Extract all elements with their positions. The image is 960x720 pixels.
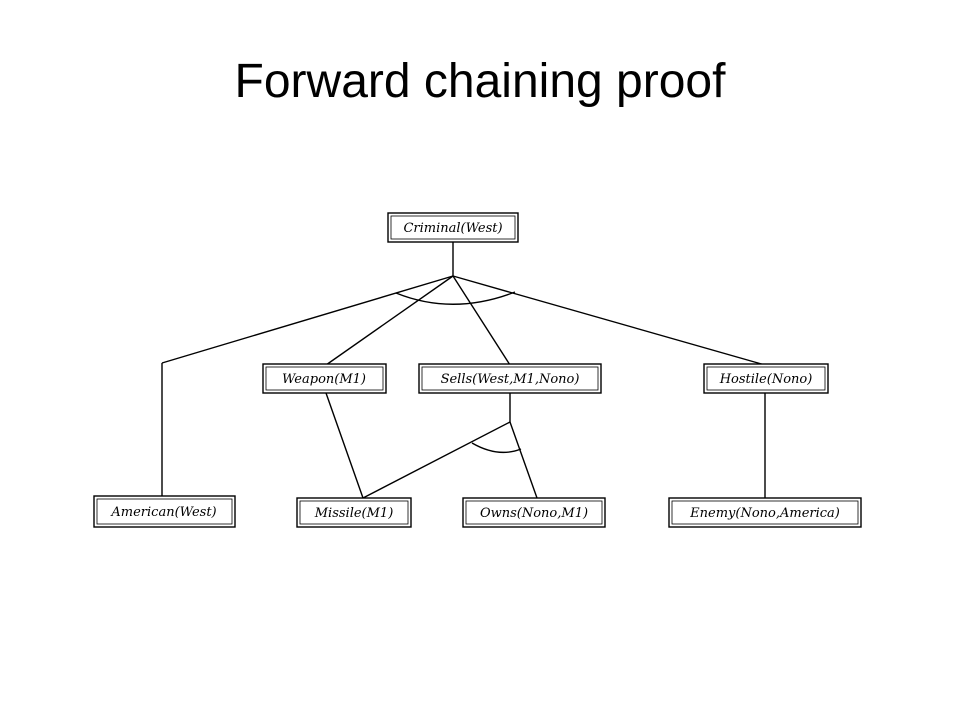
edge-criminal-weapon [325,275,454,366]
edge-weapon-missile [325,392,364,499]
conjunction-arc-sells [471,442,522,454]
node-label-weapon: Weapon(M1) [282,372,366,387]
edge-criminal-hostile [452,275,766,366]
node-criminal: Criminal(West) [387,212,519,243]
node-label-hostile: Hostile(Nono) [719,372,813,387]
node-weapon: Weapon(M1) [262,363,387,394]
edge-sells-missile [362,421,511,499]
conjunction-arcs [395,291,522,454]
node-label-sells: Sells(West,M1,Nono) [441,372,580,387]
edge-sells-owns [509,421,538,499]
node-label-missile: Missile(M1) [314,506,394,521]
node-label-enemy: Enemy(Nono,America) [689,506,840,521]
node-hostile: Hostile(Nono) [703,363,829,394]
node-label-criminal: Criminal(West) [403,221,502,236]
tree-edges [161,242,766,499]
node-american: American(West) [93,495,236,528]
edge-criminal-sells [452,275,511,366]
node-owns: Owns(Nono,M1) [462,497,606,528]
conjunction-arc-criminal [395,291,516,305]
node-enemy: Enemy(Nono,America) [668,497,862,528]
slide-title: Forward chaining proof [234,55,726,108]
node-sells: Sells(West,M1,Nono) [418,363,602,394]
node-label-owns: Owns(Nono,M1) [480,506,588,521]
node-missile: Missile(M1) [296,497,412,528]
node-label-american: American(West) [110,505,216,520]
edge-criminal-american [161,275,454,364]
